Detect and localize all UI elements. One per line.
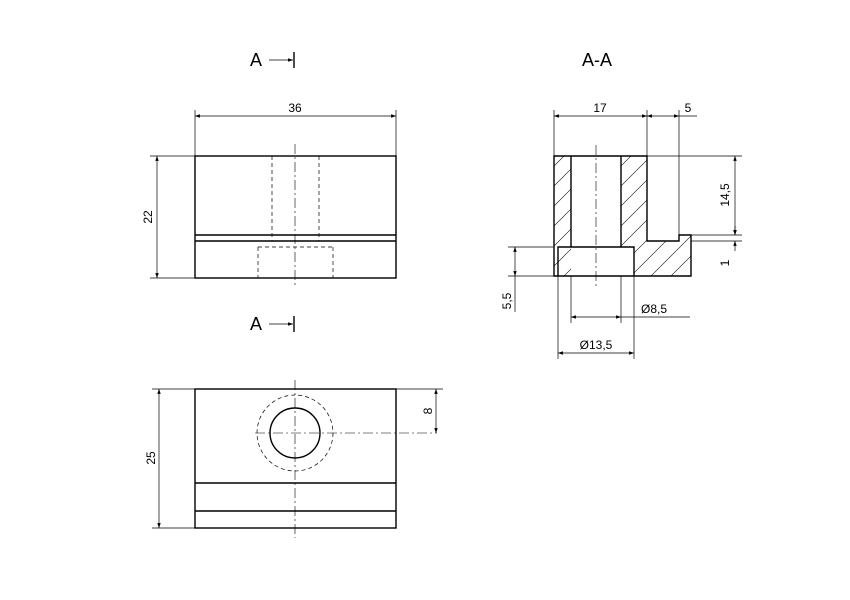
svg-text:8: 8 [421, 407, 435, 414]
svg-text:14,5: 14,5 [718, 183, 732, 207]
svg-text:25: 25 [144, 451, 158, 465]
dimension-25: 25 [144, 388, 195, 529]
svg-text:Ø8,5: Ø8,5 [641, 302, 667, 316]
svg-text:Ø13,5: Ø13,5 [580, 338, 613, 352]
section-view-label: A-A [582, 50, 612, 70]
svg-text:A: A [250, 314, 262, 334]
dimension-22: 22 [141, 155, 195, 279]
svg-text:22: 22 [141, 210, 155, 224]
dimension-5-5: 5,5 [500, 246, 554, 312]
front-view [194, 144, 397, 288]
dimension-5: 5 [647, 101, 697, 235]
svg-text:A: A [250, 50, 262, 70]
svg-text:36: 36 [288, 101, 302, 115]
svg-text:5: 5 [685, 101, 692, 115]
plan-view [194, 380, 437, 538]
dimension-8: 8 [396, 388, 443, 433]
svg-text:5,5: 5,5 [500, 292, 514, 309]
svg-text:17: 17 [593, 101, 607, 115]
dimension-14-5: 14,5 [647, 155, 742, 236]
dimension-counterbore-diameter: Ø13,5 [557, 276, 635, 359]
dimension-1: 1 [691, 226, 742, 266]
dimension-17: 17 [553, 101, 648, 156]
dimension-36: 36 [194, 101, 397, 156]
section-view [553, 145, 692, 288]
dimension-bore-diameter: Ø8,5 [570, 276, 690, 323]
front-view-label: A [250, 50, 295, 70]
plan-view-label: A [250, 314, 295, 334]
section-hatch-left [554, 156, 571, 276]
svg-text:1: 1 [718, 259, 732, 266]
